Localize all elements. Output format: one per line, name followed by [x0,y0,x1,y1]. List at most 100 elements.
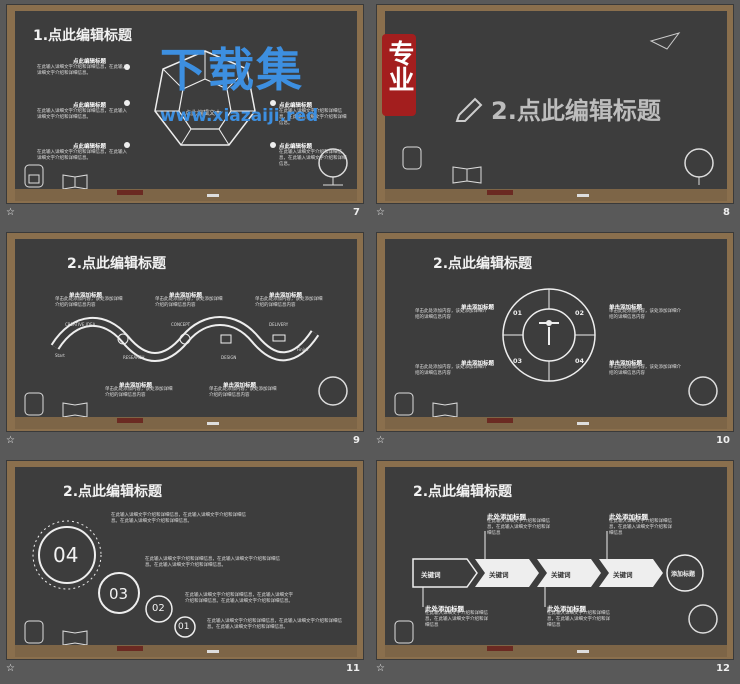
eraser [117,646,143,651]
item-head: 点此编辑标题 [279,103,313,109]
slide-7-cell[interactable]: 1.点此编辑标题 点此编辑标题 在此输入详细文字介绍和详细信息，在此输入详细文字… [0,0,370,228]
ribbon-label: RESEARCH [123,355,145,360]
eraser [117,418,143,423]
slide-12-cell[interactable]: 2.点此编辑标题 此处添加标题 在此输入详细文字介绍和详细信息，在此输入详细文字… [370,456,740,684]
process-ribbon [50,316,320,362]
slide-title: 2.点此编辑标题 [63,484,163,500]
step-desc: 单击此处添加内容，该处添加详细介绍的详细信息内容 [255,297,323,308]
star-icon[interactable]: ☆ [6,207,15,218]
globe-icon [318,148,348,186]
ribbon-label: DELIVERY [269,322,289,327]
chalk-piece [577,194,589,197]
globe-icon [688,604,718,634]
slide-9-thumbnail[interactable]: 2.点此编辑标题 单击添加标题 单击此处添加内容，该处添加详细介绍的详细信息内容… [6,232,364,432]
chalk-rail [385,417,727,429]
watermark-title: 下载集 [160,43,304,97]
backpack-icon [394,392,414,416]
step-desc: 单击此处添加内容，该处添加详细介绍的详细信息内容 [55,297,123,308]
quad-head: 单击添加标题 [609,305,643,311]
step-head: 单击添加标题 [119,383,153,389]
star-icon[interactable]: ☆ [6,663,15,674]
chalkboard: 2.点此编辑标题 单击添加标题 单击此处添加内容，该处添加详细介绍的详细信息内容… [15,239,357,419]
slide-title: 2.点此编辑标题 [413,484,513,500]
step-desc: 单击此处添加内容，该处添加详细介绍的详细信息内容 [155,297,223,308]
backpack-icon [24,164,44,188]
slide-title: 2.点此编辑标题 [67,256,167,272]
globe-icon [318,376,348,406]
backpack-icon [394,620,414,644]
ribbon-label: DESIGN [221,355,237,360]
quad-desc: 单击此处添加内容，该处添加详细介绍的详细信息内容 [609,309,681,320]
watermark-seal: 专业 [382,34,416,116]
keyword: 关键词 [613,571,633,579]
slide-8-thumbnail[interactable]: 2.点此编辑标题 [376,4,734,204]
chalk-rail [385,189,727,201]
book-icon [62,402,88,418]
star-icon[interactable]: ☆ [6,435,15,446]
ribbon-label: CREATIVE IDEA [65,322,96,327]
item-text: 在此输入详细文字介绍和详细信息，在此输入详细文字介绍和详细信息。 [37,150,127,161]
step-head: 单击添加标题 [169,293,203,299]
keyword: 关键词 [421,571,441,579]
slide-title: 2.点此编辑标题 [433,256,533,272]
item-head: 点此编辑标题 [279,144,313,150]
slide-11-thumbnail[interactable]: 2.点此编辑标题 04 03 02 01 在此输入详细文字介绍和详细信息，在此输… [6,460,364,660]
slide-number: 11 [346,663,360,674]
eraser [487,190,513,195]
quad-label: 01 [513,309,523,317]
watermark: 下载集 www.xiazaiji.red 专业 [160,34,416,144]
slide-11-cell[interactable]: 2.点此编辑标题 04 03 02 01 在此输入详细文字介绍和详细信息，在此输… [0,456,370,684]
chalk-rail [15,417,357,429]
circle-text: 在此输入详细文字介绍和详细信息，在此输入详细文字介绍和详细信息。在此输入详细文字… [185,593,293,604]
slide-number: 12 [716,663,730,674]
ribbon-label: CONCEPT [171,322,191,327]
chalk-piece [207,422,219,425]
slide-7-thumbnail[interactable]: 1.点此编辑标题 点此编辑标题 在此输入详细文字介绍和详细信息，在此输入详细文字… [6,4,364,204]
keyword: 关键词 [551,571,571,579]
seal-text: 专业 [384,40,414,92]
star-icon[interactable]: ☆ [376,663,385,674]
item-text: 在此输入详细文字介绍和详细信息，在此输入详细文字介绍和详细信息。 [279,109,347,126]
circle-text: 在此输入详细文字介绍和详细信息，在此输入详细文字介绍和详细信息。在此输入详细文字… [111,513,246,524]
add-title: 添加标题 [671,571,696,578]
book-icon [62,630,88,646]
globe-icon [688,376,718,406]
quad-head: 单击添加标题 [461,305,495,311]
eraser [487,418,513,423]
paper-plane-icon [649,32,681,50]
slide-footer: ☆ 8 [374,207,736,223]
step-head: 此处添加标题 [425,605,464,613]
slide-8-cell[interactable]: 2.点此编辑标题 ☆ 8 [370,0,740,228]
quad-desc: 单击此处添加内容，该处添加详细介绍的详细信息内容 [609,365,681,376]
chalk-rail [385,645,727,657]
circle-text: 在此输入详细文字介绍和详细信息，在此输入详细文字介绍和详细信息。在此输入详细文字… [145,557,280,568]
step-head: 此处添加标题 [547,605,586,613]
step-desc: 单击此处添加内容，该处添加详细介绍的详细信息内容 [209,387,277,398]
star-icon[interactable]: ☆ [376,435,385,446]
quad-label: 04 [575,357,585,365]
eraser [117,190,143,195]
chalkboard: 2.点此编辑标题 [385,11,727,191]
slide-10-cell[interactable]: 2.点此编辑标题 单击添加标题 单击此处添加内容，该处添加详细介绍的详细信息内容… [370,228,740,456]
star-icon[interactable]: ☆ [376,207,385,218]
slide-12-thumbnail[interactable]: 2.点此编辑标题 此处添加标题 在此输入详细文字介绍和详细信息，在此输入详细文字… [376,460,734,660]
item-head: 点此编辑标题 [73,103,107,109]
globe-icon [684,148,714,185]
chalkboard: 1.点此编辑标题 点此编辑标题 在此输入详细文字介绍和详细信息，在此输入详细文字… [15,11,357,191]
circle-number: 01 [178,622,190,632]
finish-label: Finish [297,347,309,352]
quad-head: 单击添加标题 [461,361,495,367]
circle-text: 在此输入详细文字介绍和详细信息，在此输入详细文字介绍和详细信息。在此输入详细文字… [207,619,342,630]
slide-number: 9 [353,435,360,446]
backpack-icon [402,146,422,170]
step-head: 此处添加标题 [487,513,526,521]
slide-10-thumbnail[interactable]: 2.点此编辑标题 单击添加标题 单击此处添加内容，该处添加详细介绍的详细信息内容… [376,232,734,432]
slide-footer: ☆ 12 [374,663,736,679]
slide-9-cell[interactable]: 2.点此编辑标题 单击添加标题 单击此处添加内容，该处添加详细介绍的详细信息内容… [0,228,370,456]
chalk-rail [15,189,357,201]
step-desc: 在此输入详细文字介绍和详细信息，在此输入详细文字介绍和详细信息 [547,611,610,628]
chalk-piece [577,650,589,653]
quad-desc: 单击此处添加内容，该处添加详细介绍的详细信息内容 [415,309,487,320]
slide-footer: ☆ 7 [4,207,366,223]
